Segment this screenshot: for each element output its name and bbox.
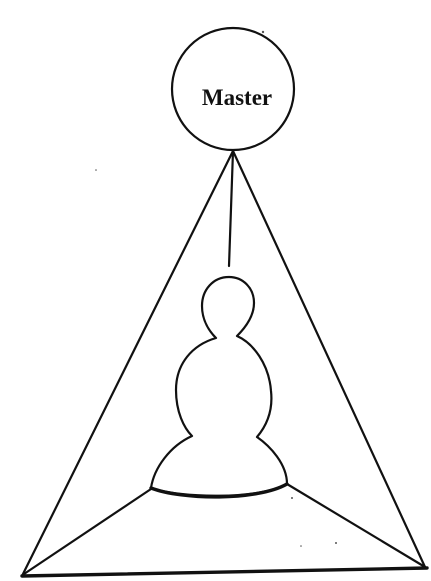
- left-edge-line: [22, 151, 233, 576]
- master-label: Master: [202, 85, 272, 110]
- center-connector-line: [229, 151, 233, 266]
- scan-speck: [335, 542, 337, 544]
- right-inner-line: [287, 484, 425, 567]
- scan-speck: [262, 31, 264, 33]
- scan-speck: [291, 497, 293, 499]
- disciple-figure: [151, 277, 287, 497]
- disciple-outline: [151, 277, 287, 496]
- master-node: Master: [172, 28, 294, 150]
- scan-speck: [95, 169, 97, 171]
- base-line: [22, 568, 427, 576]
- scan-speck: [300, 545, 302, 547]
